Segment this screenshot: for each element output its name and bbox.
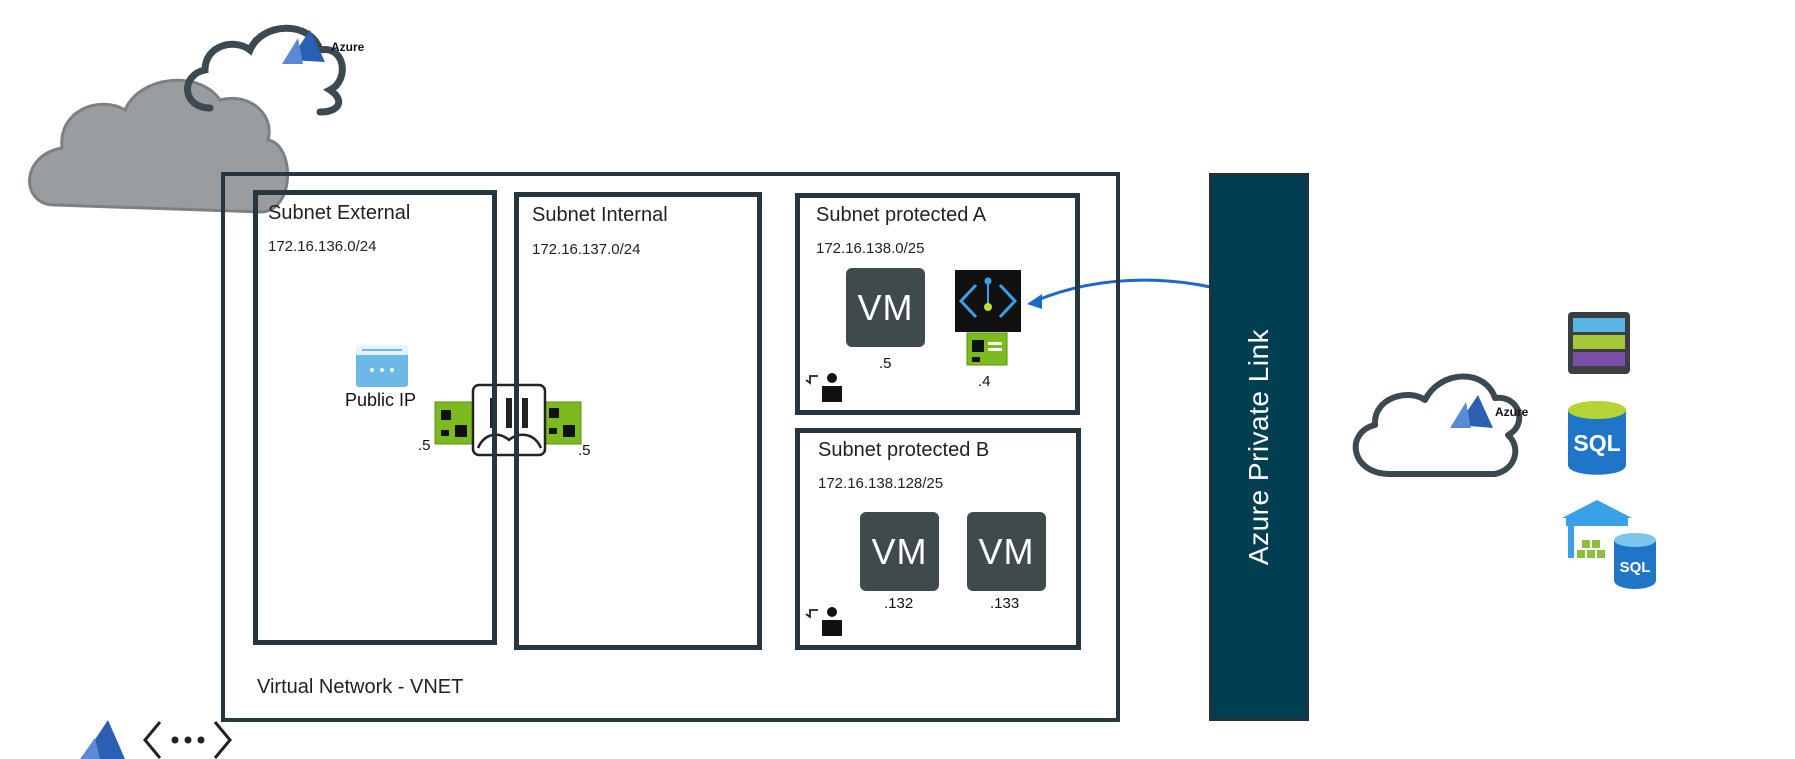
network-interface-icon: [542, 401, 582, 445]
virtual-network-container: [221, 172, 1120, 722]
vm-ip: .133: [990, 595, 1020, 612]
network-interface-icon: [434, 401, 474, 445]
firewall-appliance-icon: [471, 383, 547, 457]
azure-logo-icon: [1450, 395, 1493, 428]
azure-private-link-label: Azure Private Link: [1243, 328, 1274, 566]
svg-text:SQL: SQL: [1573, 430, 1620, 456]
public-ip-label: Public IP: [345, 390, 417, 410]
sql-database-icon: SQL: [1568, 401, 1626, 475]
vm-icon: VM: [967, 512, 1046, 591]
azure-cloud-icon: [184, 24, 346, 116]
network-interface-icon: [966, 332, 1008, 366]
vm-icon: VM: [860, 512, 939, 591]
route-table-icon: [805, 607, 842, 636]
subnet-internal-cidr: 172.16.137.0/24: [532, 241, 641, 258]
vnet-label: Virtual Network - VNET: [257, 676, 464, 698]
subnet-protected-a: [795, 193, 1080, 415]
vm-icon: VM: [846, 268, 925, 347]
subnet-protected-b: [795, 428, 1081, 650]
internal-nic-ip: .5: [578, 442, 591, 459]
azure-logo-label: Azure: [331, 40, 365, 54]
azure-cloud-icon: [1352, 373, 1523, 477]
subnet-external: [253, 190, 497, 645]
subnet-external-cidr: 172.16.136.0/24: [268, 238, 377, 255]
vm-ip: .132: [884, 595, 914, 612]
subnet-protected-b-title: Subnet protected B: [818, 439, 990, 461]
svg-text:SQL: SQL: [1620, 559, 1651, 576]
subnet-protected-a-title: Subnet protected A: [816, 204, 987, 226]
sql-data-warehouse-icon: SQL: [1562, 500, 1656, 589]
subnet-protected-b-cidr: 172.16.138.128/25: [818, 475, 944, 492]
azure-logo-icon: [282, 30, 325, 64]
route-table-icon: [805, 373, 842, 402]
private-endpoint-icon: [955, 270, 1021, 332]
subnet-external-title: Subnet External: [268, 202, 411, 224]
virtual-network-icon: [80, 720, 232, 759]
azure-private-link: Azure Private Link: [1209, 173, 1309, 721]
azure-logo-label: Azure: [1495, 405, 1529, 419]
public-ip-icon: [356, 345, 408, 387]
storage-account-icon: [1568, 312, 1630, 374]
subnet-internal: [514, 192, 762, 650]
vm-ip: .5: [879, 355, 892, 372]
private-endpoint-ip: .4: [978, 373, 991, 390]
subnet-protected-a-cidr: 172.16.138.0/25: [816, 240, 925, 257]
subnet-internal-title: Subnet Internal: [532, 204, 668, 226]
external-nic-ip: .5: [418, 437, 431, 454]
